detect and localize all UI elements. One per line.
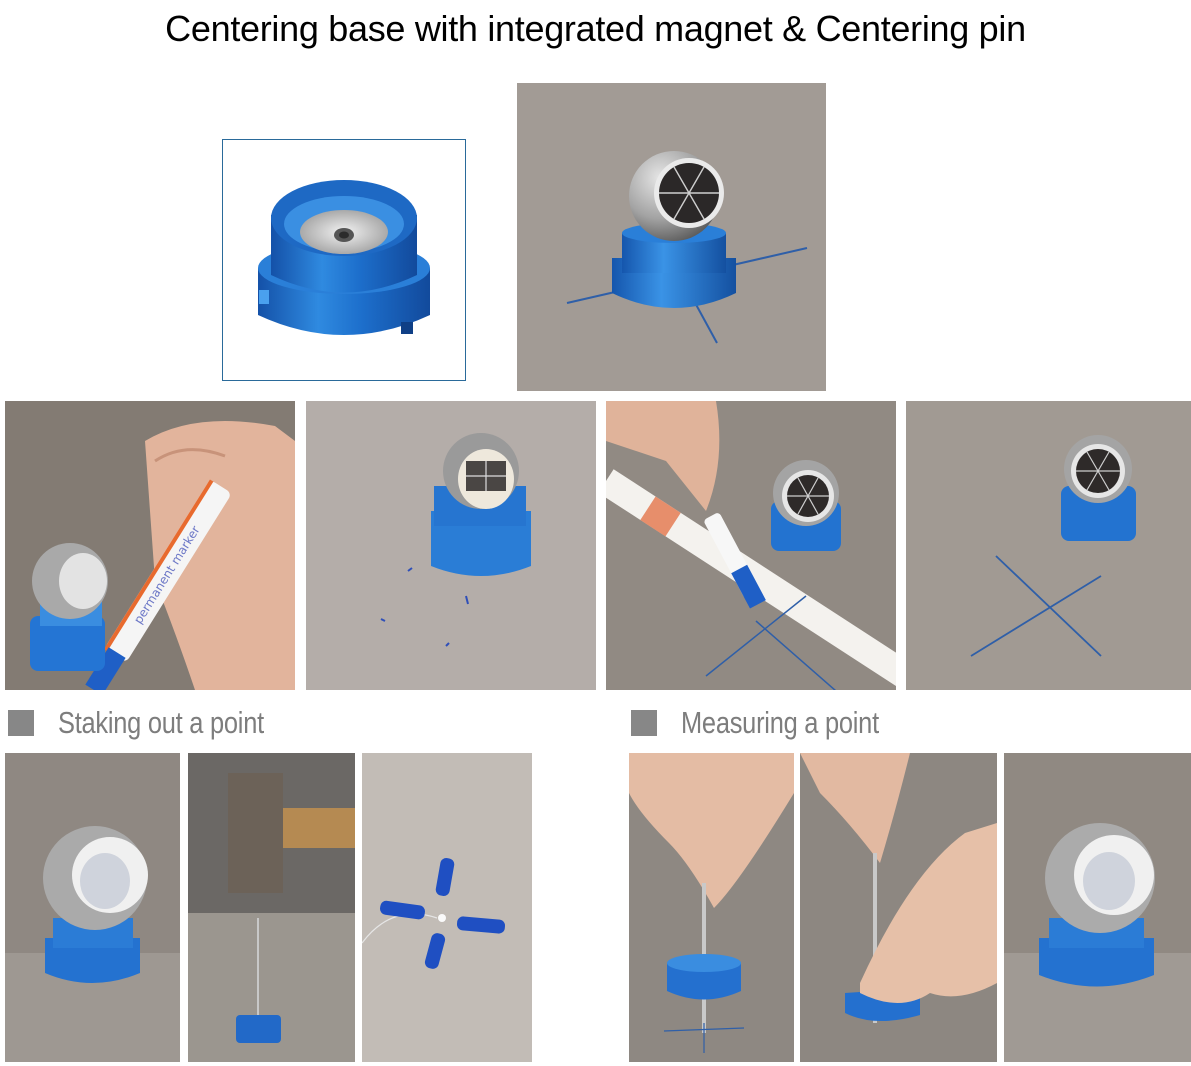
measuring-image-placing-pin xyxy=(629,753,794,1062)
product-image-centering-base xyxy=(222,139,466,381)
page-title: Centering base with integrated magnet & … xyxy=(165,8,1026,49)
measuring-image-pressing-base xyxy=(800,753,997,1062)
section-header-staking-out: Staking out a point xyxy=(8,705,309,740)
staking-image-prism-on-base xyxy=(5,753,180,1062)
centering-base-illustration xyxy=(258,180,430,335)
section-header-measuring: Measuring a point xyxy=(631,705,922,740)
staking-image-hammer-pin xyxy=(188,753,355,1062)
section-label: Staking out a point xyxy=(58,705,264,740)
section-bullet-square-icon xyxy=(631,710,657,736)
step-image-cross-mark xyxy=(906,401,1191,690)
step-image-marking-base: permanent marker xyxy=(5,401,295,690)
step-image-drawing-cross xyxy=(606,401,896,690)
hero-image-prism-on-base xyxy=(517,83,826,391)
step-image-base-marks xyxy=(306,401,596,690)
measuring-image-prism-on-base xyxy=(1004,753,1191,1062)
section-label: Measuring a point xyxy=(681,705,879,740)
staking-image-punched-point xyxy=(362,753,532,1062)
section-bullet-square-icon xyxy=(8,710,34,736)
